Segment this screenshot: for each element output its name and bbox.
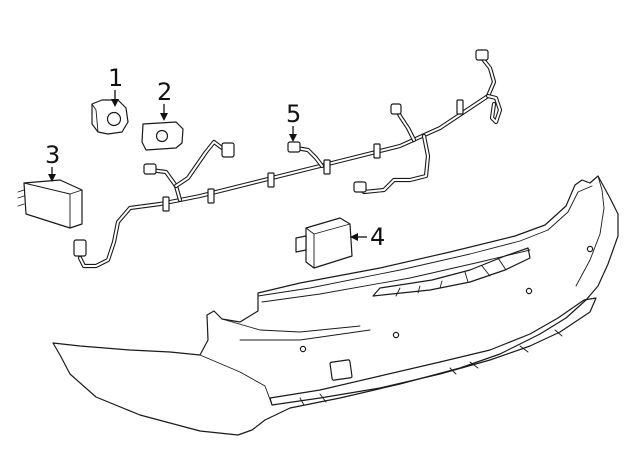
module[interactable] bbox=[295, 217, 353, 269]
callout-5: 5 bbox=[286, 100, 301, 142]
sensor-bezel[interactable] bbox=[141, 121, 184, 151]
control-module[interactable] bbox=[17, 179, 83, 229]
callout-number: 1 bbox=[108, 64, 123, 92]
callout-3: 3 bbox=[45, 141, 60, 182]
parking-sensor[interactable] bbox=[91, 99, 129, 135]
callout-number: 5 bbox=[286, 100, 301, 128]
sensor-hole bbox=[392, 331, 400, 339]
callout-number: 2 bbox=[157, 78, 172, 106]
callout-4: 4 bbox=[350, 223, 385, 251]
callout-number: 3 bbox=[45, 141, 60, 169]
bumper-cover[interactable] bbox=[52, 175, 619, 436]
sensor-hole bbox=[525, 287, 533, 295]
wiring-harness[interactable] bbox=[73, 49, 503, 269]
callout-1: 1 bbox=[108, 64, 123, 107]
callout-number: 4 bbox=[370, 223, 385, 251]
sensor-hole bbox=[586, 245, 594, 253]
callout-2: 2 bbox=[157, 78, 172, 121]
sensor-hole bbox=[299, 345, 307, 353]
